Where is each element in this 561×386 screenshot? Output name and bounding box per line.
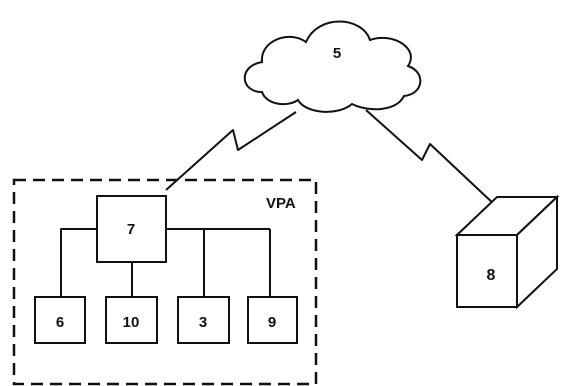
leaf-box	[247, 296, 298, 344]
leaf-node: 3	[177, 296, 230, 344]
vpa-boundary	[12, 178, 318, 386]
leaf-node: 9	[247, 296, 298, 344]
leaf-label: 9	[268, 314, 276, 331]
vpa-group: VPA	[12, 178, 318, 386]
leaf-box	[177, 296, 230, 344]
cloud-node: 5	[243, 20, 422, 113]
leaf-label: 3	[199, 314, 207, 331]
hub-box	[96, 195, 167, 263]
cloud-icon	[243, 20, 422, 113]
wireless-link-cloud-to-hub	[165, 111, 297, 191]
cloud-label: 5	[333, 45, 341, 62]
vpa-label: VPA	[266, 195, 296, 212]
leaf-node: 10	[105, 296, 158, 344]
wireless-link-cloud-to-device	[365, 109, 497, 207]
external-device-node: 8	[454, 194, 560, 310]
hub-label: 7	[127, 221, 135, 238]
leaf-node: 6	[34, 296, 86, 344]
hub-connectors	[60, 228, 271, 297]
leaf-box	[105, 296, 158, 344]
leaf-label: 10	[123, 314, 140, 331]
cube-front-face	[456, 234, 518, 308]
external-device-label: 8	[487, 267, 496, 284]
hub-node: 7	[96, 195, 167, 263]
leaf-label: 6	[56, 314, 64, 331]
leaf-box	[34, 296, 86, 344]
connector-to-node-6	[60, 228, 97, 297]
